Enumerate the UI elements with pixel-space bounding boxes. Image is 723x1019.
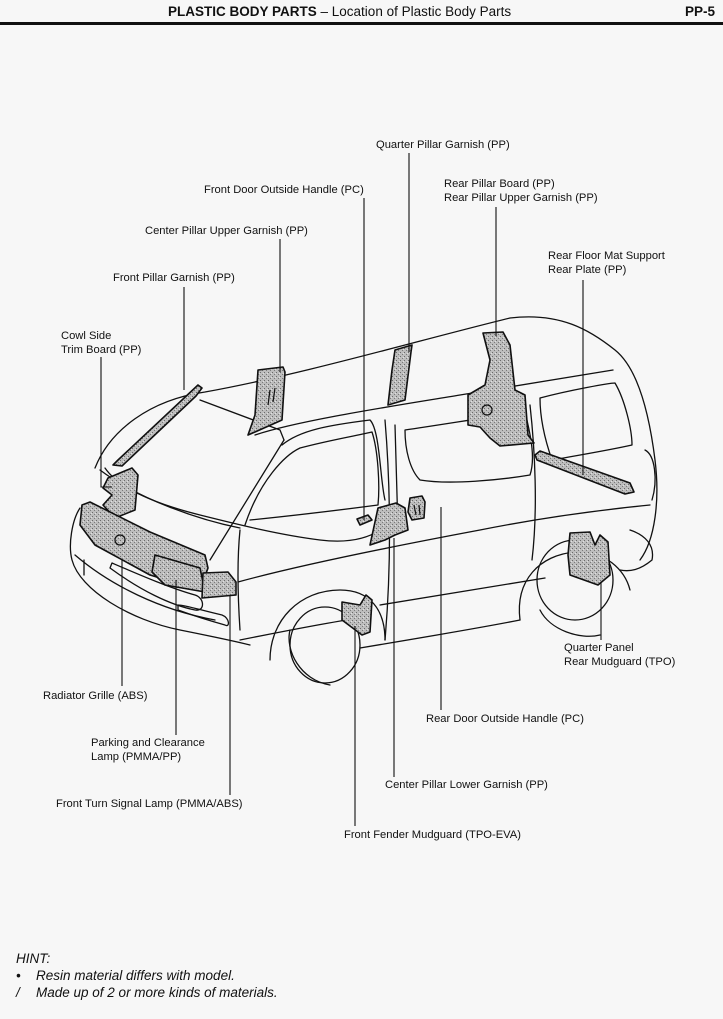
callout-text: Center Pillar Lower Garnish (PP) bbox=[385, 779, 548, 791]
hint-section: HINT: • Resin material differs with mode… bbox=[16, 950, 278, 1001]
part-parking-clearance-lamp bbox=[151, 554, 206, 593]
callout-center-pillar-upper-garnish: Center Pillar Upper Garnish (PP) bbox=[145, 224, 308, 238]
callout-text: Quarter Panel bbox=[564, 642, 634, 654]
callout-text: Rear Floor Mat Support bbox=[548, 250, 665, 262]
callout-text: Front Door Outside Handle (PC) bbox=[204, 184, 364, 196]
callout-front-fender-mudguard: Front Fender Mudguard (TPO-EVA) bbox=[344, 828, 521, 842]
part-quarter-panel-rear-mudguard bbox=[567, 531, 611, 586]
callout-text: Radiator Grille (ABS) bbox=[43, 690, 148, 702]
section-title: PLASTIC BODY PARTS bbox=[168, 4, 317, 19]
callout-cowl-side-trim-board: Cowl Side Trim Board (PP) bbox=[61, 329, 141, 357]
callout-text: Cowl Side bbox=[61, 330, 112, 342]
callout-rear-pillar-board: Rear Pillar Board (PP) Rear Pillar Upper… bbox=[444, 177, 598, 205]
bullet-icon: • bbox=[16, 968, 21, 983]
page-header: PLASTIC BODY PARTS – Location of Plastic… bbox=[0, 0, 723, 26]
callout-front-turn-signal-lamp: Front Turn Signal Lamp (PMMA/ABS) bbox=[56, 797, 243, 811]
van-body-outline bbox=[69, 316, 658, 686]
callout-text: Front Pillar Garnish (PP) bbox=[113, 272, 235, 284]
title-separator: – bbox=[316, 4, 332, 19]
callout-text: Parking and Clearance bbox=[91, 737, 205, 749]
part-rear-door-handle bbox=[407, 495, 426, 521]
callout-text: Front Fender Mudguard (TPO-EVA) bbox=[344, 829, 521, 841]
part-rear-pillar-board bbox=[467, 331, 535, 447]
part-center-pillar-lower-garnish bbox=[369, 502, 409, 546]
hint-title: HINT: bbox=[16, 951, 51, 966]
hint-text: Resin material differs with model. bbox=[36, 968, 235, 983]
leader-lines bbox=[100, 153, 602, 826]
part-front-fender-mudguard bbox=[341, 594, 373, 636]
callout-quarter-pillar-garnish: Quarter Pillar Garnish (PP) bbox=[376, 138, 510, 152]
page-number: PP-5 bbox=[684, 4, 715, 19]
hint-text: Made up of 2 or more kinds of materials. bbox=[36, 985, 278, 1000]
header-title: PLASTIC BODY PARTS – Location of Plastic… bbox=[168, 4, 511, 19]
section-subtitle: Location of Plastic Body Parts bbox=[331, 4, 512, 19]
callout-text: Rear Mudguard (TPO) bbox=[564, 656, 676, 668]
callout-text: Rear Door Outside Handle (PC) bbox=[426, 713, 584, 725]
callout-rear-door-outside-handle: Rear Door Outside Handle (PC) bbox=[426, 712, 584, 726]
callout-rear-floor-mat-support: Rear Floor Mat Support Rear Plate (PP) bbox=[548, 249, 665, 277]
callout-parking-clearance-lamp: Parking and Clearance Lamp (PMMA/PP) bbox=[91, 736, 205, 764]
callout-text: Lamp (PMMA/PP) bbox=[91, 751, 182, 763]
header-rule bbox=[0, 22, 723, 25]
callout-text: Center Pillar Upper Garnish (PP) bbox=[145, 225, 308, 237]
callout-front-door-outside-handle: Front Door Outside Handle (PC) bbox=[204, 183, 364, 197]
part-center-pillar-upper-garnish bbox=[247, 366, 286, 436]
callout-text: Front Turn Signal Lamp (PMMA/ABS) bbox=[56, 798, 243, 810]
callout-text: Rear Pillar Board (PP) bbox=[444, 178, 555, 190]
callout-front-pillar-garnish: Front Pillar Garnish (PP) bbox=[113, 271, 235, 285]
callout-text: Trim Board (PP) bbox=[61, 344, 142, 356]
callout-radiator-grille: Radiator Grille (ABS) bbox=[43, 689, 147, 703]
callout-text: Quarter Pillar Garnish (PP) bbox=[376, 139, 510, 151]
callout-quarter-panel-rear-mudguard: Quarter Panel Rear Mudguard (TPO) bbox=[564, 641, 675, 669]
part-front-pillar-garnish bbox=[112, 384, 203, 467]
hint-item: / Made up of 2 or more kinds of material… bbox=[16, 984, 278, 1001]
part-quarter-pillar-garnish bbox=[387, 344, 413, 406]
plastic-parts bbox=[79, 331, 635, 636]
callout-text: Rear Plate (PP) bbox=[548, 264, 627, 276]
hint-item: • Resin material differs with model. bbox=[16, 967, 278, 984]
slash-icon: / bbox=[16, 985, 20, 1000]
callout-center-pillar-lower-garnish: Center Pillar Lower Garnish (PP) bbox=[385, 778, 548, 792]
part-rear-floor-mat-plate bbox=[534, 450, 635, 495]
callout-text: Rear Pillar Upper Garnish (PP) bbox=[444, 192, 598, 204]
part-front-turn-signal-lamp bbox=[201, 571, 237, 599]
